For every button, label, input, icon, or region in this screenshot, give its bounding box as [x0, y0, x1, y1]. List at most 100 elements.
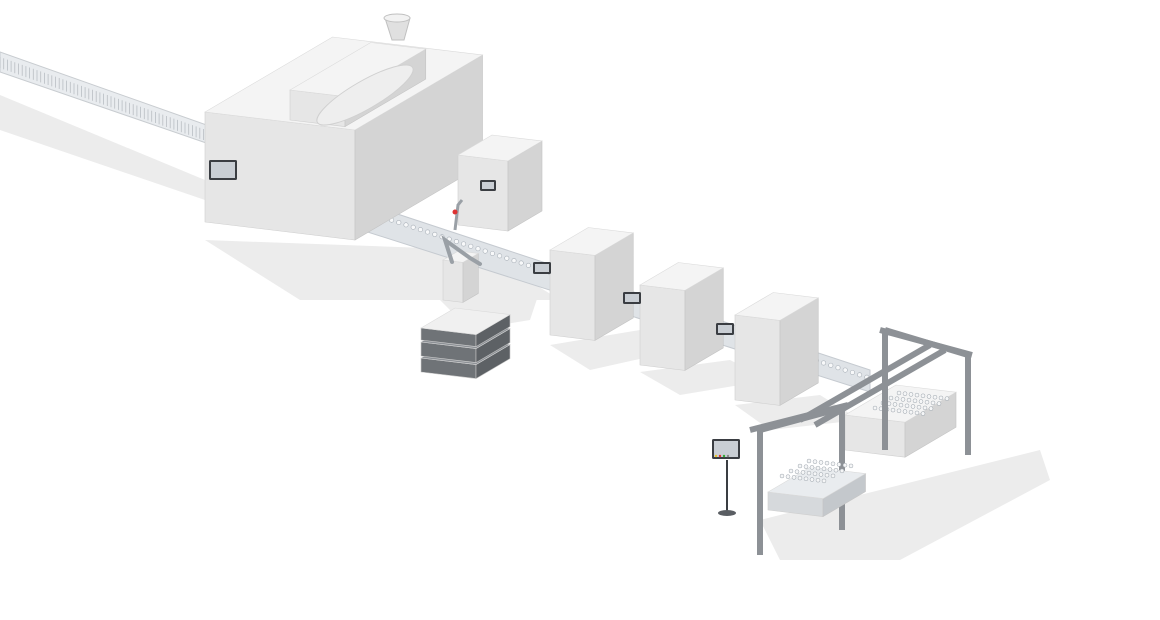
robot-pedestal	[442, 250, 480, 303]
container-bottle	[914, 392, 920, 398]
bottle	[518, 260, 524, 266]
rack-bottle	[803, 476, 809, 482]
rack-bottle	[821, 466, 827, 472]
gantry-beam-9	[884, 327, 969, 358]
station-2-top-face	[639, 262, 725, 291]
tray-top-top-face	[420, 307, 511, 335]
bottle	[403, 222, 409, 228]
bottle	[835, 365, 841, 371]
rack-bottle	[839, 468, 845, 474]
container-bottle	[896, 390, 902, 396]
station-3-monitor-screen	[718, 325, 732, 333]
machine-units	[204, 13, 820, 406]
rack-bottle	[842, 462, 848, 468]
container-bottle	[908, 392, 914, 397]
bottle	[482, 248, 488, 254]
cabinet-1-front-face	[457, 154, 509, 232]
rack-bottle	[818, 472, 824, 477]
tray-top	[420, 307, 511, 348]
container-bottle	[894, 396, 900, 401]
station-2	[639, 262, 725, 371]
robot-arm-2	[453, 199, 464, 231]
container-bottle	[932, 394, 938, 400]
rack-bottle	[836, 462, 842, 467]
bottle	[489, 250, 495, 256]
container-bottle	[938, 395, 944, 401]
container-bottle	[944, 396, 950, 401]
container-bottle	[910, 404, 916, 409]
gantry-beam-8	[759, 405, 843, 433]
hopper-top	[383, 13, 411, 23]
rack-bottle	[818, 460, 824, 465]
rack-bottle	[797, 463, 803, 469]
shadow-6	[0, 95, 205, 200]
stand-button	[714, 454, 718, 458]
bottle	[461, 241, 467, 247]
cabinet-1-top-face	[457, 134, 543, 162]
bottle	[453, 239, 459, 245]
container-bottle	[872, 405, 878, 411]
rack-bottle	[821, 478, 827, 484]
bottle	[410, 224, 416, 230]
station-2-monitor-screen	[625, 294, 639, 302]
rack-bottle	[791, 475, 797, 480]
rack-bottle	[848, 463, 854, 469]
robot-arm	[441, 234, 482, 266]
rack-bottle	[830, 473, 836, 479]
station-1-front-face	[549, 249, 596, 341]
container-bottle	[908, 409, 914, 415]
rack-bottle	[809, 477, 815, 482]
container-bottle	[914, 410, 920, 416]
bottle	[511, 258, 517, 264]
main-upper-housing-top-face	[289, 42, 427, 97]
stand-monitor-screen	[714, 441, 738, 457]
container-bottle	[920, 393, 926, 399]
station-3-top-face	[734, 292, 820, 321]
rack-bottle	[788, 468, 794, 474]
stand-base	[718, 510, 736, 516]
stand-button	[726, 454, 730, 458]
rack-bottle	[833, 467, 839, 473]
bottle	[857, 372, 863, 378]
container-bottle	[918, 399, 924, 404]
container-bottle	[922, 405, 928, 411]
rack-bottle	[812, 459, 818, 464]
bottle	[821, 360, 827, 366]
main-monitor-screen	[211, 162, 235, 178]
container-bottle	[900, 397, 906, 402]
container-bottle	[896, 408, 902, 414]
rack-bottle	[824, 460, 830, 466]
station-1-top-face	[549, 227, 635, 256]
bottle	[396, 220, 402, 226]
bottle	[842, 367, 848, 373]
cabinet-1-monitor-screen	[482, 182, 494, 189]
station-3-front-face	[734, 314, 781, 406]
rack-bottle	[827, 467, 833, 472]
container-bottle	[906, 397, 912, 403]
bottle	[849, 369, 855, 375]
gantry-rack	[767, 466, 867, 518]
rack-bottle	[779, 473, 785, 479]
stand-button	[718, 454, 722, 458]
container-bottle	[904, 403, 910, 409]
rack-bottle	[800, 470, 806, 475]
bottle	[468, 243, 474, 249]
material-drum	[316, 64, 414, 126]
bottle	[504, 255, 510, 261]
container-bottle	[926, 394, 932, 399]
container-bottle	[898, 402, 904, 408]
rack-bottle	[824, 472, 830, 478]
rack-bottle	[785, 474, 791, 479]
container-bottle	[930, 400, 936, 406]
container-bottle	[902, 409, 908, 414]
container-bottle	[888, 395, 894, 401]
container-bottle	[892, 402, 898, 407]
bottle	[425, 229, 431, 235]
rack-bottle	[803, 464, 809, 469]
robot-pedestal-front-face	[442, 259, 464, 303]
container-bottle	[928, 406, 934, 411]
container-bottle	[924, 399, 930, 405]
rack-bottle	[794, 469, 800, 474]
rack-bottle	[806, 470, 812, 476]
